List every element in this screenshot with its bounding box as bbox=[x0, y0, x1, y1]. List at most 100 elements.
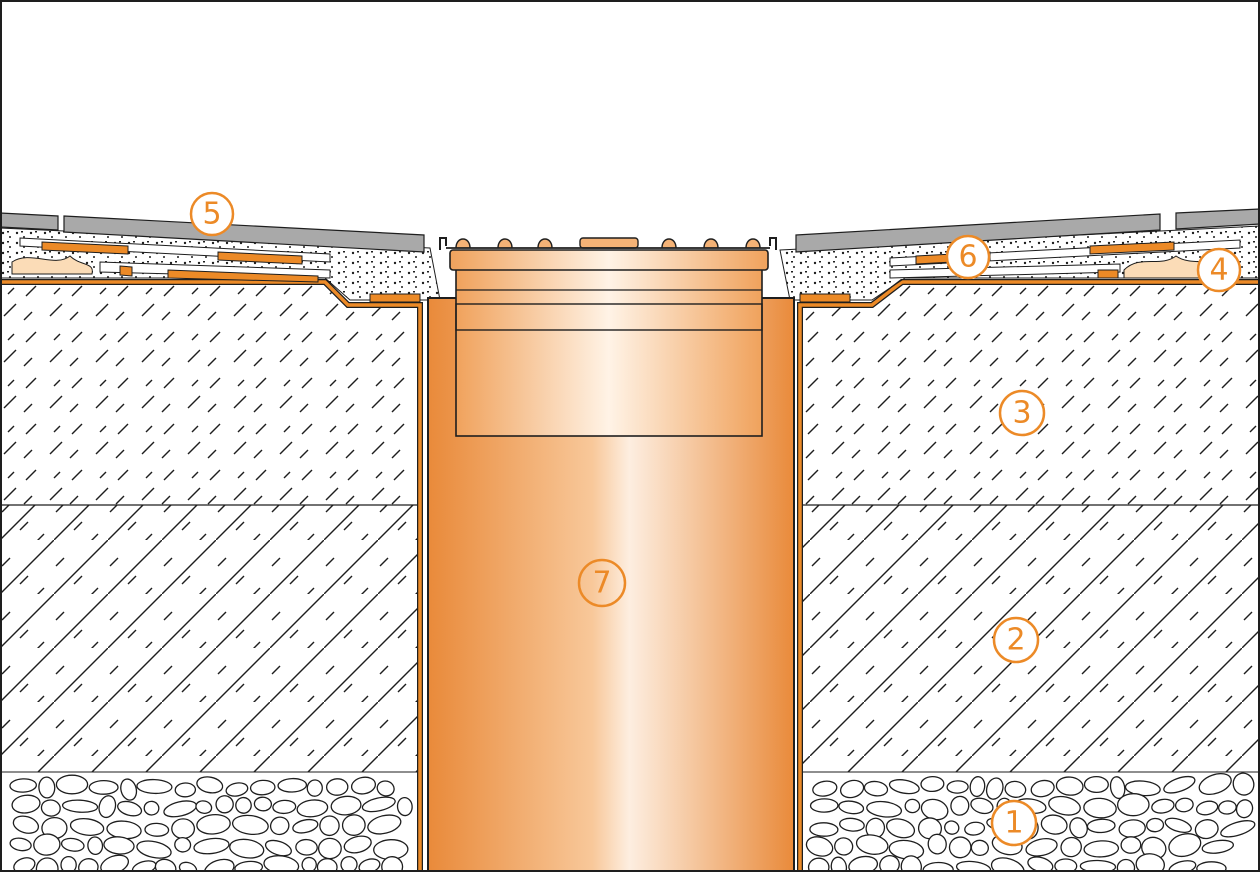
gravel-stone bbox=[343, 835, 372, 854]
callout-4-label: 4 bbox=[1209, 253, 1228, 288]
gravel-stone bbox=[946, 780, 969, 794]
gravel-stone bbox=[1201, 839, 1235, 854]
gravel-stone bbox=[927, 833, 947, 855]
gravel-stone bbox=[272, 799, 297, 815]
gravel-stone bbox=[9, 837, 32, 852]
gravel-stone bbox=[839, 817, 865, 832]
gravel-stone bbox=[904, 798, 921, 814]
gravel-stone bbox=[948, 836, 972, 859]
gravel-stone bbox=[12, 815, 40, 834]
callout-1-label: 1 bbox=[1004, 806, 1023, 841]
gravel-stone bbox=[1083, 797, 1117, 819]
gravel-stone bbox=[174, 837, 192, 853]
gravel-stone bbox=[807, 857, 830, 872]
gravel-stone bbox=[1069, 817, 1088, 839]
gravel-stone bbox=[985, 777, 1004, 800]
gravel-stone bbox=[136, 778, 173, 795]
gravel-stone bbox=[235, 796, 252, 814]
gravel-stone bbox=[253, 796, 273, 812]
gravel-stone bbox=[920, 775, 945, 793]
gravel-stone bbox=[888, 779, 920, 795]
gravel-stone bbox=[863, 780, 889, 797]
gravel-stone bbox=[1083, 775, 1109, 794]
gravel-stone bbox=[103, 836, 135, 855]
gravel-stone bbox=[1174, 797, 1194, 813]
gravel-stone bbox=[1116, 858, 1136, 872]
callout-1: 1 bbox=[990, 799, 1038, 847]
gravel-stone bbox=[1120, 836, 1142, 854]
gravel-stone bbox=[1232, 772, 1255, 796]
gravel-stone bbox=[848, 855, 879, 872]
gravel-stone bbox=[834, 837, 854, 856]
gravel-stone bbox=[231, 814, 269, 836]
gravel-stone bbox=[1055, 776, 1084, 796]
gravel-stone bbox=[35, 857, 59, 872]
gravel-stone bbox=[376, 780, 395, 797]
gravel-stone bbox=[1235, 799, 1254, 819]
gravel-stone bbox=[1030, 779, 1055, 798]
gravel-stone bbox=[98, 795, 117, 819]
gravel-stone bbox=[970, 797, 994, 815]
callout-4: 4 bbox=[1196, 247, 1242, 293]
gravel-stone bbox=[33, 833, 61, 856]
gravel-stone bbox=[1164, 817, 1192, 834]
gravel-stone bbox=[855, 834, 889, 855]
gravel-stone bbox=[144, 822, 170, 837]
gravel-stone bbox=[367, 814, 402, 835]
gravel-stone bbox=[330, 795, 362, 816]
gravel-stone bbox=[317, 837, 342, 860]
gravel-stone bbox=[277, 777, 308, 793]
gravel-stone bbox=[193, 837, 230, 855]
gravel-stone bbox=[1220, 820, 1256, 838]
floor-tiles bbox=[0, 208, 1260, 253]
gravel-stone bbox=[809, 798, 839, 813]
callout-6: 6 bbox=[945, 234, 991, 280]
gravel-stone bbox=[917, 817, 943, 840]
gravel-stone bbox=[143, 800, 160, 816]
gravel-stone bbox=[269, 816, 290, 836]
gravel-stone bbox=[171, 818, 196, 840]
gravel-stone bbox=[296, 799, 329, 818]
gravel-stone bbox=[1116, 793, 1150, 817]
gravel-stone bbox=[990, 857, 1025, 872]
gravel-stone bbox=[1194, 819, 1219, 840]
gravel-stone bbox=[306, 779, 323, 797]
gravel-stone bbox=[40, 799, 61, 817]
gravel-stone bbox=[196, 813, 231, 835]
gravel-stone bbox=[838, 800, 865, 815]
gravel-stone bbox=[1004, 780, 1027, 798]
gravel-stone bbox=[55, 774, 89, 795]
gravel-stone bbox=[1109, 776, 1126, 800]
callout-2: 2 bbox=[992, 616, 1040, 664]
gravel-stone bbox=[1086, 818, 1116, 834]
gravel-stone bbox=[350, 776, 377, 795]
gravel-stone bbox=[319, 815, 340, 837]
gravel-stone bbox=[229, 838, 265, 859]
gravel-stone bbox=[1025, 838, 1058, 857]
gravel-stone bbox=[295, 838, 318, 856]
gravel-stone bbox=[117, 800, 143, 817]
gravel-stone bbox=[13, 857, 36, 872]
gravel-stone bbox=[1163, 775, 1196, 794]
gravel-stone bbox=[215, 795, 234, 814]
gravel-stone bbox=[69, 817, 105, 836]
gravel-stone bbox=[1168, 833, 1202, 858]
gravel-stone bbox=[203, 858, 235, 872]
callout-7: 7 bbox=[577, 558, 627, 608]
gravel-stone bbox=[264, 839, 292, 857]
gravel-stone bbox=[839, 779, 865, 799]
gravel-stone bbox=[944, 820, 960, 835]
gravel-stone bbox=[1054, 858, 1078, 872]
gravel-stone bbox=[61, 799, 99, 813]
gravel-stone bbox=[249, 779, 276, 796]
gravel-stone bbox=[11, 794, 41, 814]
gravel-stone bbox=[196, 776, 224, 794]
gravel-stone bbox=[136, 840, 172, 859]
gravel-stone bbox=[88, 779, 119, 795]
gravel-stone bbox=[316, 858, 338, 872]
gravel-stone bbox=[292, 818, 319, 834]
gravel-stone bbox=[900, 855, 922, 872]
gravel-stone bbox=[1048, 795, 1081, 816]
gravel-stone bbox=[225, 782, 249, 797]
gravel-stone bbox=[100, 854, 130, 872]
